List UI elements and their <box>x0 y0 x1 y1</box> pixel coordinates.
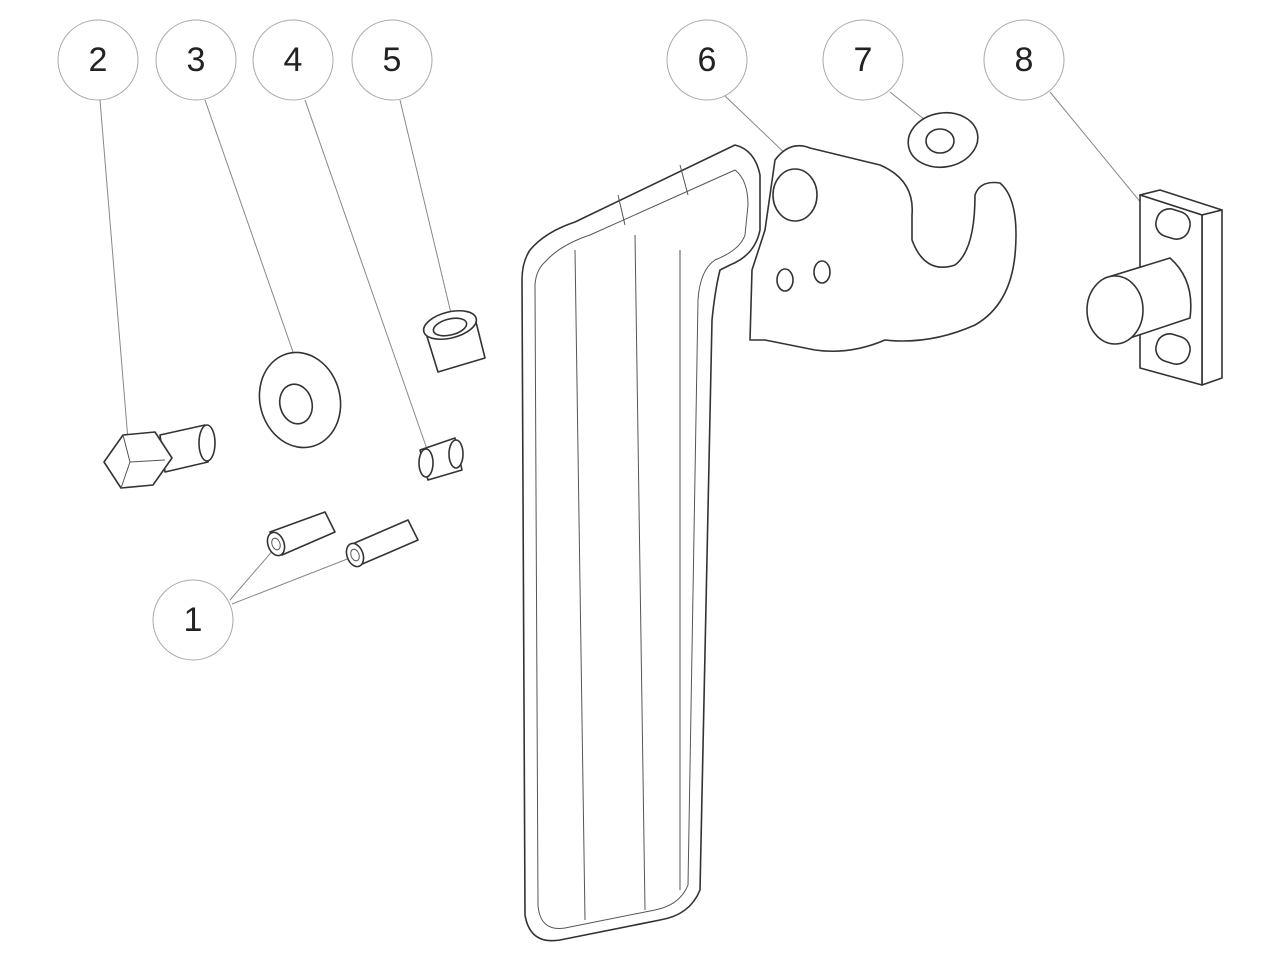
stop-bracket-part-8 <box>1086 189 1223 386</box>
balloon-label-1: 1 <box>184 601 203 639</box>
balloon-5: 5 <box>351 19 433 101</box>
balloon-label-6: 6 <box>698 41 717 79</box>
washer-part-7 <box>907 111 979 169</box>
balloon-4: 4 <box>252 19 334 101</box>
balloon-3: 3 <box>155 19 237 101</box>
balloon-label-8: 8 <box>1015 41 1034 79</box>
bushing-part-5 <box>422 309 486 373</box>
set-screw-part-4 <box>418 437 464 481</box>
washer-part-3 <box>258 351 342 449</box>
balloon-8: 8 <box>983 19 1065 101</box>
pedal-lever-part-6 <box>521 144 1017 942</box>
balloon-label-5: 5 <box>383 41 402 79</box>
balloon-label-3: 3 <box>187 41 206 79</box>
balloon-1: 1 <box>152 579 234 661</box>
balloon-label-2: 2 <box>89 41 108 79</box>
hex-bolt-part-2 <box>103 424 216 489</box>
dowel-pins-part-1 <box>266 511 419 568</box>
balloon-6: 6 <box>666 19 748 101</box>
balloon-2: 2 <box>57 19 139 101</box>
balloon-7: 7 <box>822 19 904 101</box>
balloon-label-7: 7 <box>854 41 873 79</box>
balloon-label-4: 4 <box>284 41 303 79</box>
